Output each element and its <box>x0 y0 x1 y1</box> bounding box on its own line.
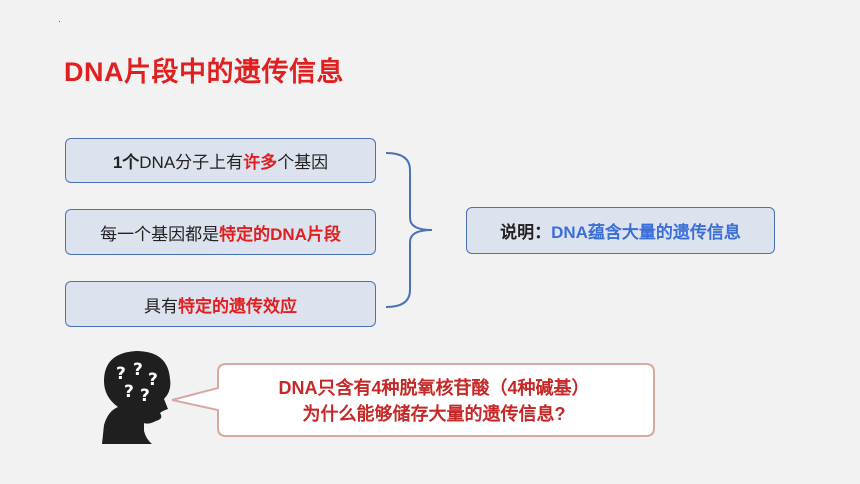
conclusion-box: 说明： DNA蕴含大量的遗传信息 <box>466 207 775 254</box>
statement-3-part-1: 具有 <box>144 296 178 316</box>
statement-box-2: 每一个基因都是 特定的DNA片段 <box>65 209 376 255</box>
statement-3-highlight: 特定的遗传效应 <box>178 296 297 316</box>
conclusion-label: 说明： <box>500 223 552 242</box>
svg-text:?: ? <box>140 386 150 406</box>
thinking-head-icon: ? ? ? ? ? <box>102 351 171 444</box>
statement-2-highlight: 特定的DNA片段 <box>219 224 341 244</box>
decorative-dot <box>59 21 60 22</box>
conclusion-text: DNA蕴含大量的遗传信息 <box>551 223 741 242</box>
svg-text:?: ? <box>133 360 143 380</box>
question-line-2: 为什么能够储存大量的遗传信息? <box>302 404 566 424</box>
question-text: DNA只含有4种脱氧核苷酸（4种碱基） 为什么能够储存大量的遗传信息? <box>217 368 651 434</box>
statement-box-3: 具有 特定的遗传效应 <box>65 281 376 327</box>
statement-2-part-1: 每一个基因都是 <box>100 224 220 244</box>
page-title: DNA片段中的遗传信息 <box>64 57 344 87</box>
statement-1-part-2: DNA分子上有 <box>139 153 244 172</box>
question-line-1: DNA只含有4种脱氧核苷酸（4种碱基） <box>278 378 590 398</box>
statement-1-part-4: 个基因 <box>277 153 329 172</box>
right-brace-icon <box>385 152 433 308</box>
speech-bubble <box>171 363 655 437</box>
svg-text:?: ? <box>124 382 134 402</box>
statement-box-1: 1个 DNA分子上有 许多 个基因 <box>65 138 376 183</box>
svg-text:?: ? <box>116 364 126 384</box>
statement-1-highlight: 许多 <box>243 153 278 172</box>
statement-1-part-1: 1个 <box>112 153 140 172</box>
svg-text:?: ? <box>148 370 158 390</box>
